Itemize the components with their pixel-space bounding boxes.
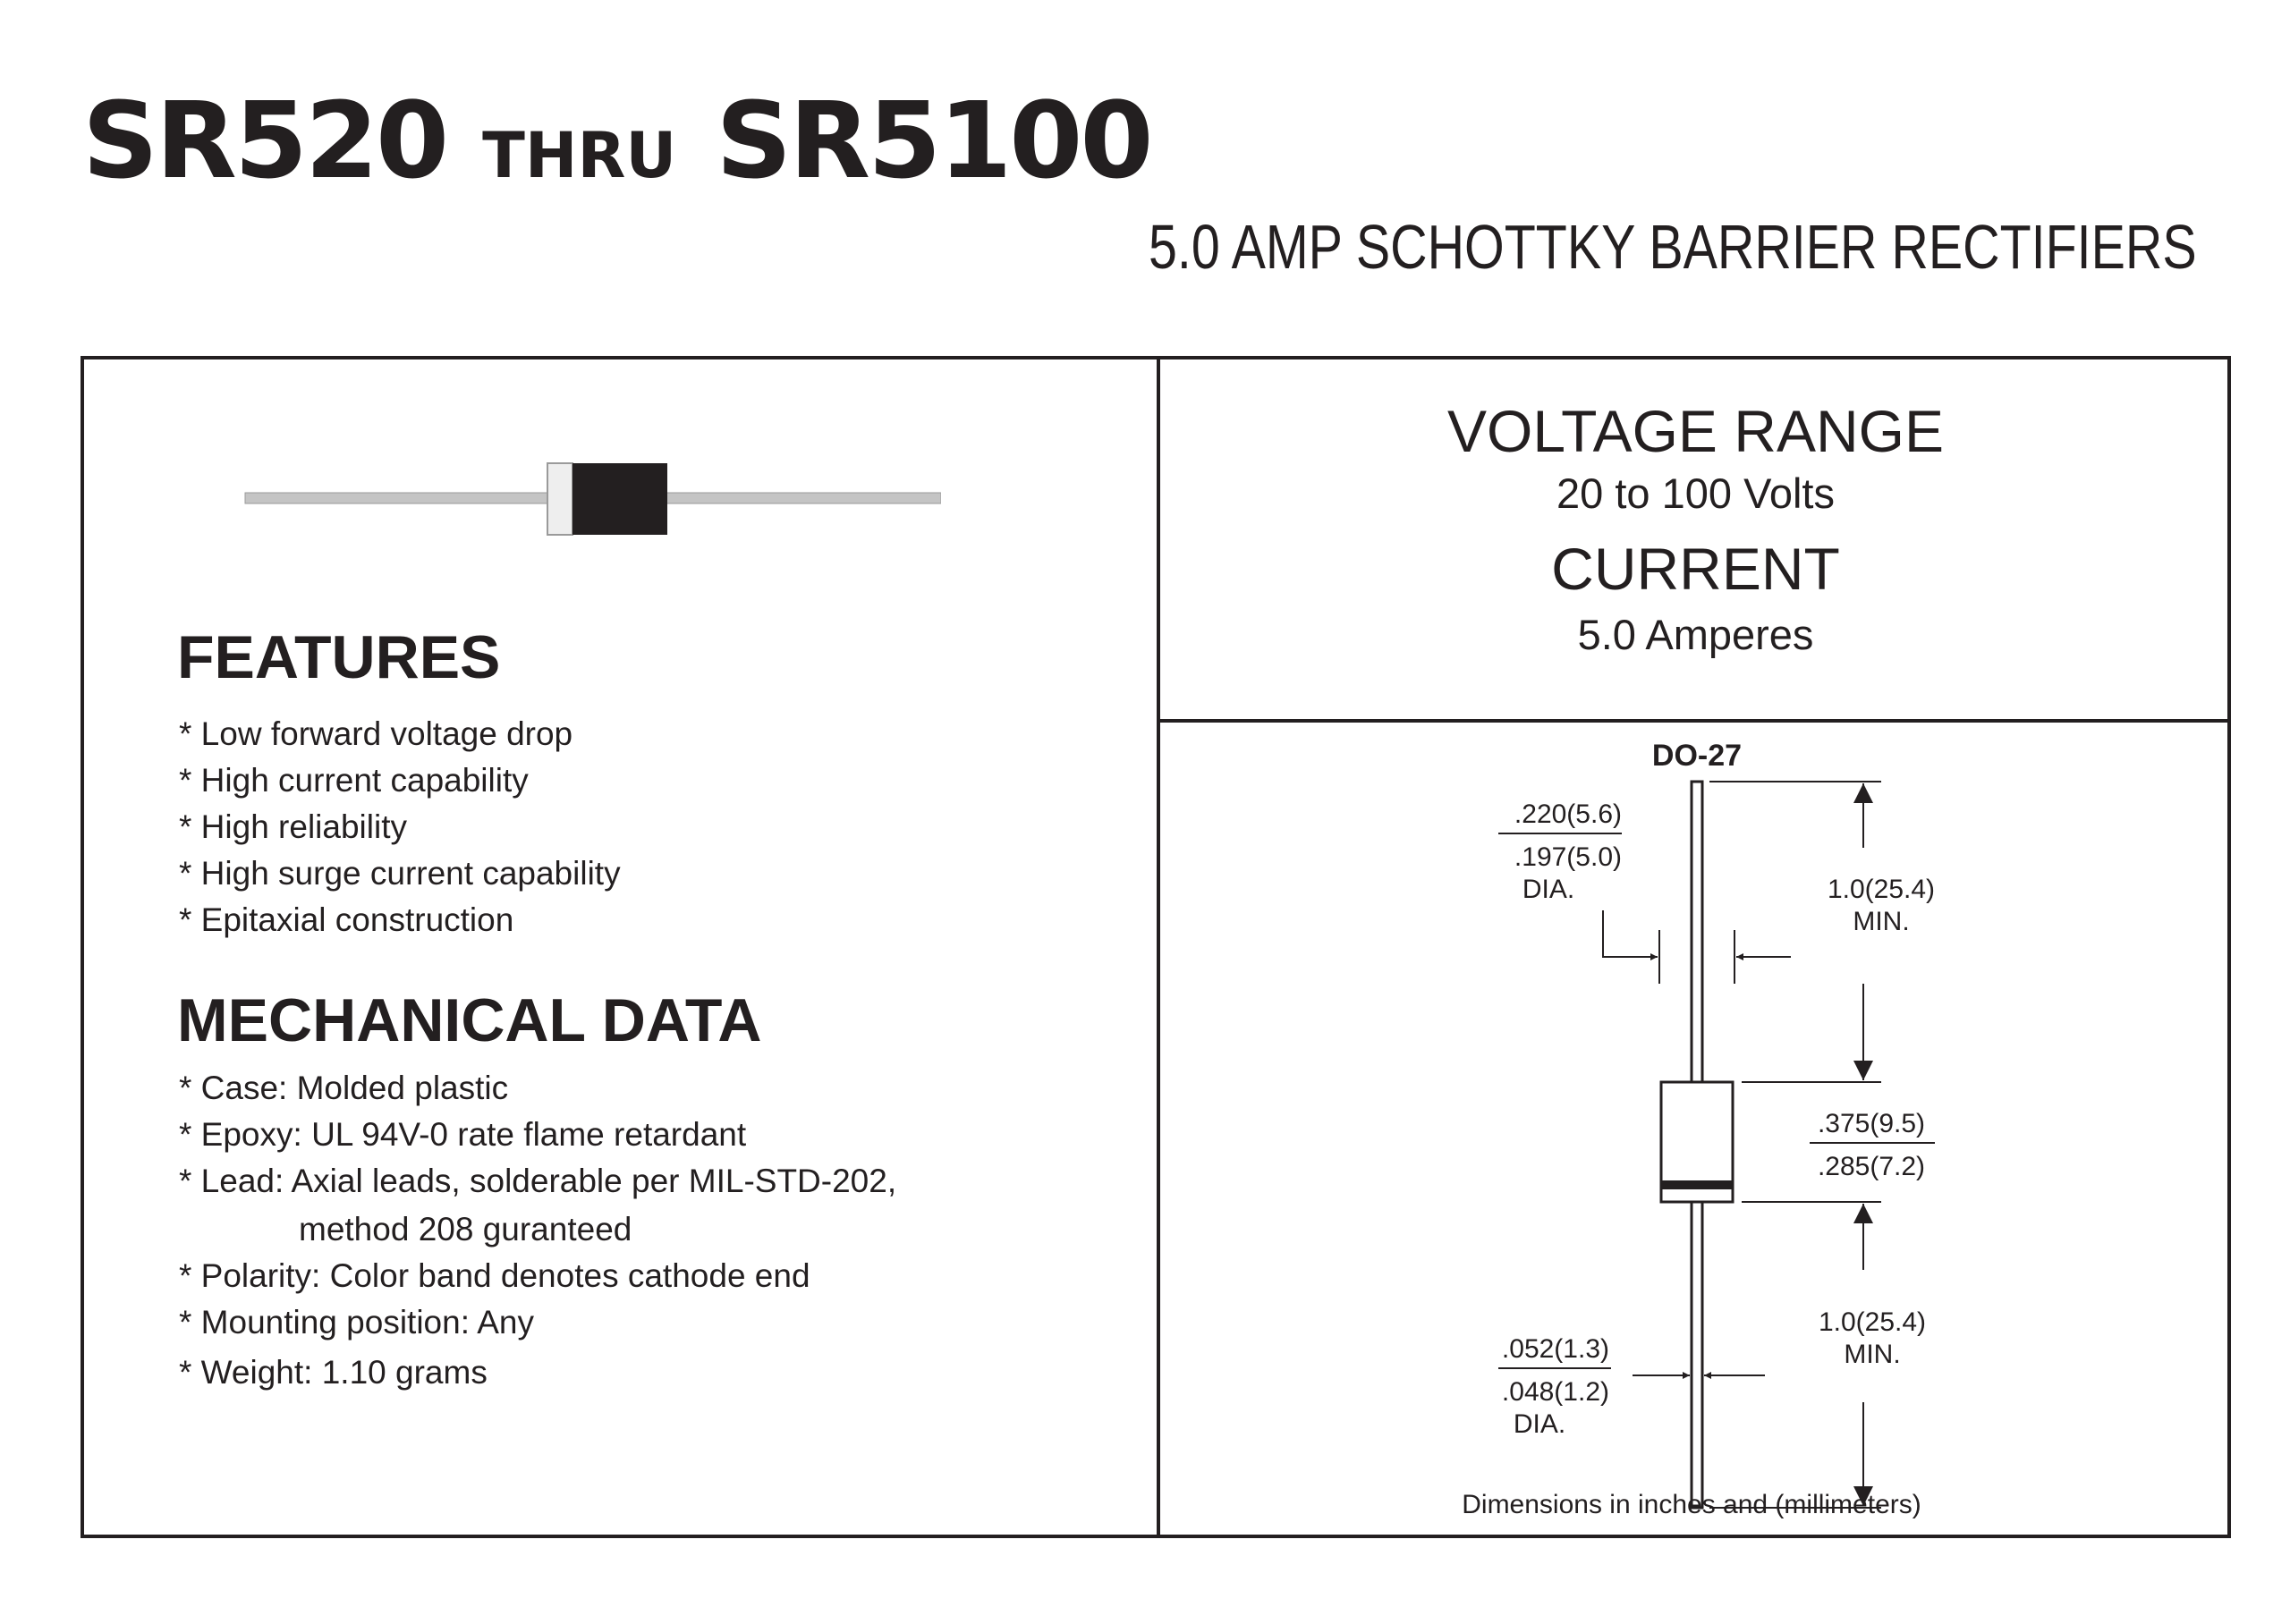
diode-body: [572, 463, 667, 535]
lead-diameter-max: .052(1.3): [1502, 1334, 1609, 1364]
body-length-max: .375(9.5): [1818, 1109, 1925, 1138]
mechanical-item: * Lead: Axial leads, solderable per MIL-…: [179, 1163, 897, 1199]
part-number-end: SR5100: [716, 79, 1153, 202]
body-diameter-min: .197(5.0): [1514, 842, 1622, 872]
diode-cathode-band: [547, 462, 573, 536]
datasheet-frame: [81, 356, 2231, 1538]
body-diameter-max: .220(5.6): [1514, 799, 1622, 829]
lead-length-top-value: 1.0(25.4): [1828, 875, 1935, 904]
mechanical-item: * Weight: 1.10 grams: [179, 1354, 488, 1391]
current-value: 5.0 Amperes: [1577, 611, 1814, 658]
features-heading: FEATURES: [177, 623, 501, 691]
current-label: CURRENT: [1551, 536, 1840, 602]
lead-length-bottom-value: 1.0(25.4): [1819, 1307, 1926, 1337]
drawing-lead-bottom: [1690, 1200, 1704, 1510]
feature-item: * Low forward voltage drop: [179, 715, 573, 752]
part-number-start: SR520: [82, 79, 449, 202]
mechanical-item: * Case: Molded plastic: [179, 1070, 509, 1106]
mechanical-data-heading: MECHANICAL DATA: [177, 986, 762, 1054]
mechanical-item: * Polarity: Color band denotes cathode e…: [179, 1257, 810, 1294]
vertical-divider: [1157, 356, 1160, 1538]
voltage-range-label: VOLTAGE RANGE: [1446, 398, 1944, 464]
drawing-cathode-band: [1661, 1180, 1733, 1189]
feature-item: * High reliability: [179, 808, 407, 845]
diode-lead-right: [663, 492, 941, 504]
body-length-min: .285(7.2): [1818, 1152, 1925, 1181]
voltage-range-value: 20 to 100 Volts: [1556, 469, 1835, 517]
drawing-lead-top: [1690, 780, 1704, 1084]
feature-item: * High current capability: [179, 762, 529, 799]
lead-length-bottom-min: MIN.: [1844, 1340, 1900, 1369]
lead-diameter-dia-label: DIA.: [1514, 1409, 1565, 1439]
package-outline-drawing: DO-27 .220(5.6) .197(5.0) DIA. 1.0(25.4)…: [1462, 739, 1935, 1519]
diode-illustration: [244, 462, 941, 536]
package-name: DO-27: [1652, 739, 1742, 773]
thru-label: THRU: [482, 119, 677, 192]
diode-lead-left: [244, 492, 550, 504]
mechanical-item: * Mounting position: Any: [179, 1304, 534, 1341]
lead-diameter-min: .048(1.2): [1502, 1377, 1609, 1407]
dimensions-note: Dimensions in inches and (millimeters): [1462, 1490, 1921, 1519]
page-title: SR520 THRU SR5100: [82, 79, 1154, 204]
mechanical-item-continuation: method 208 guranteed: [299, 1211, 632, 1248]
body-diameter-leader-left: [1602, 910, 1658, 960]
horizontal-divider: [1157, 719, 2231, 723]
feature-item: * High surge current capability: [179, 855, 621, 892]
feature-item: * Epitaxial construction: [179, 901, 514, 938]
lead-length-top-min: MIN.: [1853, 907, 1909, 936]
body-diameter-dia-label: DIA.: [1522, 875, 1574, 904]
mechanical-item: * Epoxy: UL 94V-0 rate flame retardant: [179, 1116, 747, 1153]
page-subtitle: 5.0 AMP SCHOTTKY BARRIER RECTIFIERS: [1149, 212, 2197, 282]
